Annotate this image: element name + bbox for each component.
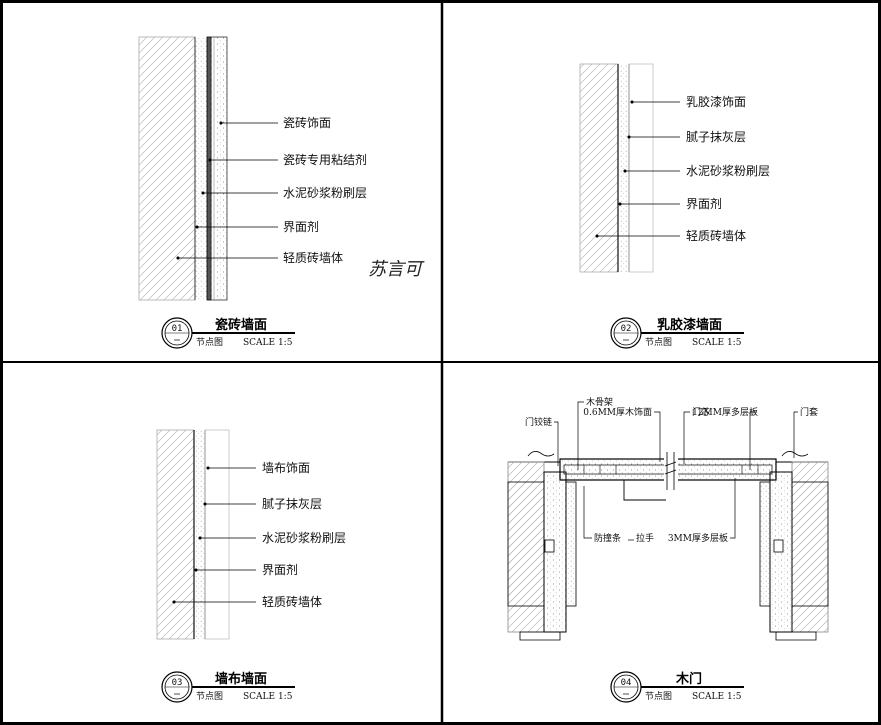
panel-03: 墙布饰面 腻子抹灰层 水泥砂浆粉刷层 界面剂 轻质砖墙体 03 墙布墙面 节点图… <box>156 429 346 703</box>
panel-title: 乳胶漆墙面 <box>657 317 722 333</box>
panel-title: 木门 <box>675 671 702 687</box>
putty-layer <box>628 63 654 273</box>
adhesive-layer <box>206 36 212 301</box>
panel-subtitle: 节点图 <box>645 337 672 348</box>
panel-subtitle: 节点图 <box>196 691 223 702</box>
label-tile-finish: 瓷砖饰面 <box>283 115 331 130</box>
panel-number: 02 <box>621 324 632 334</box>
title-block-04: 04 木门 节点图 SCALE 1:5 <box>610 671 744 703</box>
label-putty-layer: 腻子抹灰层 <box>262 497 322 511</box>
label-interface-agent: 界面剂 <box>262 562 298 577</box>
panel-subtitle: 节点图 <box>645 691 672 702</box>
leader-lines <box>554 401 798 541</box>
panel-scale: SCALE 1:5 <box>692 338 742 348</box>
label-wood-frame: 木骨架 <box>586 396 613 408</box>
label-cement-plaster: 水泥砂浆粉刷层 <box>686 163 770 178</box>
brick-wall <box>579 63 619 273</box>
label-wallcloth: 墙布饰面 <box>262 461 310 475</box>
panel-title: 瓷砖墙面 <box>215 317 267 333</box>
title-block-01: 01 瓷砖墙面 节点图 SCALE 1:5 <box>161 317 295 349</box>
tile-layer <box>210 36 228 301</box>
label-lightweight-brick: 轻质砖墙体 <box>283 250 343 265</box>
leader-lines <box>176 121 278 260</box>
label-interface-agent: 界面剂 <box>283 219 319 234</box>
label-lightweight-brick: 轻质砖墙体 <box>686 228 746 243</box>
panel-04: 门铰链 木骨架 0.6MM厚木饰面 门芯 12MM厚多层板 门套 防撞条 拉手 … <box>507 396 829 703</box>
label-hinge: 门铰链 <box>525 416 552 428</box>
plaster-layer <box>196 430 205 639</box>
signature: 苏言可 <box>368 259 425 280</box>
label-door-casing: 门套 <box>800 406 818 418</box>
panel-number: 04 <box>621 678 632 688</box>
panel-02: 乳胶漆饰面 腻子抹灰层 水泥砂浆粉刷层 界面剂 轻质砖墙体 02 乳胶漆墙面 节… <box>579 63 770 349</box>
label-lightweight-brick: 轻质砖墙体 <box>262 594 322 609</box>
label-3mm-plywood: 3MM厚多层板 <box>668 532 728 544</box>
panel-number: 01 <box>172 324 183 334</box>
label-wood-veneer: 0.6MM厚木饰面 <box>583 406 652 418</box>
label-tile-adhesive: 瓷砖专用粘结剂 <box>283 152 367 167</box>
panel-number: 03 <box>172 678 183 688</box>
door-handle <box>623 480 666 501</box>
label-handle: 拉手 <box>636 532 654 544</box>
brick-wall <box>138 36 196 301</box>
label-putty-layer: 腻子抹灰层 <box>686 130 746 144</box>
panel-scale: SCALE 1:5 <box>243 338 293 348</box>
panel-scale: SCALE 1:5 <box>243 692 293 702</box>
title-block-02: 02 乳胶漆墙面 节点图 SCALE 1:5 <box>610 317 744 349</box>
putty-layer <box>204 429 230 640</box>
title-block-03: 03 墙布墙面 节点图 SCALE 1:5 <box>161 671 295 703</box>
plaster-layer <box>195 37 207 300</box>
brick-wall <box>156 429 195 640</box>
panel-subtitle: 节点图 <box>196 337 223 348</box>
label-latex-paint: 乳胶漆饰面 <box>686 94 746 109</box>
leader-lines <box>595 100 680 238</box>
label-interface-agent: 界面剂 <box>686 196 722 211</box>
panel-scale: SCALE 1:5 <box>692 692 742 702</box>
label-cement-plaster: 水泥砂浆粉刷层 <box>283 185 367 200</box>
label-door-core: 门芯 <box>692 406 710 418</box>
plaster-layer <box>620 64 629 272</box>
leader-lines <box>172 466 256 604</box>
label-12mm-plywood: 12MM厚多层板 <box>692 406 758 418</box>
panel-title: 墙布墙面 <box>215 671 267 687</box>
label-bumper-strip: 防撞条 <box>594 532 621 544</box>
label-cement-plaster: 水泥砂浆粉刷层 <box>262 530 346 545</box>
panel-01: 瓷砖饰面 瓷砖专用粘结剂 水泥砂浆粉刷层 界面剂 轻质砖墙体 苏言可 01 瓷砖… <box>138 36 425 349</box>
